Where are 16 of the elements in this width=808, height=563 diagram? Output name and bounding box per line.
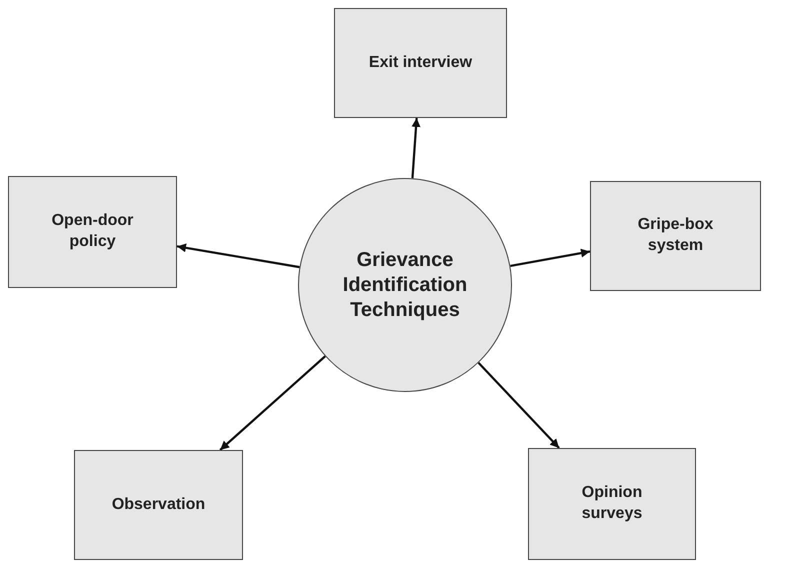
technique-label: Exit interview <box>368 52 472 73</box>
technique-label: Opinion surveys <box>580 483 644 524</box>
hub-title: Grievance Identification Techniques <box>342 248 468 322</box>
technique-box <box>334 8 507 118</box>
arrow <box>478 362 560 449</box>
arrow <box>176 243 300 268</box>
technique-label: Open-door policy <box>50 211 134 252</box>
technique-label: Observation <box>112 494 206 515</box>
technique-box <box>8 176 177 288</box>
technique-label: Gripe-box system <box>636 215 714 256</box>
technique-box <box>74 450 243 560</box>
technique-box <box>528 448 696 560</box>
arrow <box>510 248 590 268</box>
technique-box <box>590 181 761 291</box>
arrow <box>219 355 326 451</box>
arrow <box>411 118 421 178</box>
